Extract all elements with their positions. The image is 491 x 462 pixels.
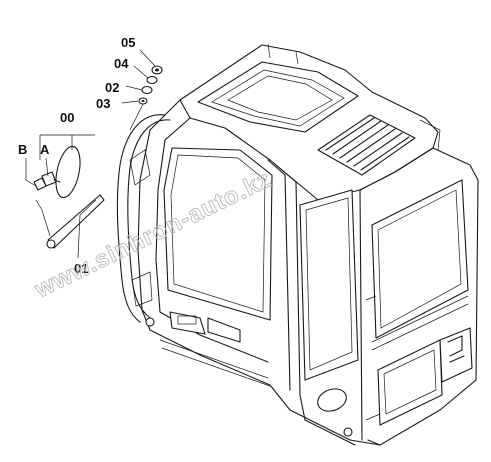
callout-01: 01 (74, 261, 88, 276)
cab-front-face (359, 147, 479, 446)
mount-screw-b (33, 177, 47, 191)
washer-04 (146, 75, 158, 85)
mirror-arm (47, 194, 105, 249)
roof-vent (317, 114, 416, 176)
callout-03: 03 (96, 96, 110, 111)
front-latch (439, 327, 473, 383)
callout-02: 02 (105, 80, 119, 95)
door-window (163, 147, 273, 321)
cab-assembly (137, 43, 479, 446)
callout-b: B (18, 142, 27, 157)
door-handle (169, 311, 241, 343)
grab-handle-part (116, 114, 171, 327)
side-window (299, 189, 359, 381)
washer-02 (141, 85, 153, 95)
callout-labels: 05 04 02 03 00 B A 01 (18, 35, 135, 276)
round-cover (317, 388, 347, 412)
mirror-glass (55, 145, 81, 199)
callout-05: 05 (121, 35, 135, 50)
front-lower-window (377, 339, 443, 426)
mirror-assembly (25, 134, 105, 259)
front-upper-window (371, 179, 469, 339)
drain-bolt (343, 427, 353, 437)
callout-00: 00 (60, 110, 74, 125)
cab-left-side (137, 99, 381, 446)
fastener-stack (121, 49, 163, 131)
callout-a: A (40, 142, 50, 157)
grab-handle-outline (116, 114, 166, 323)
callout-04: 04 (114, 56, 129, 71)
mount-screw-a (41, 171, 61, 187)
